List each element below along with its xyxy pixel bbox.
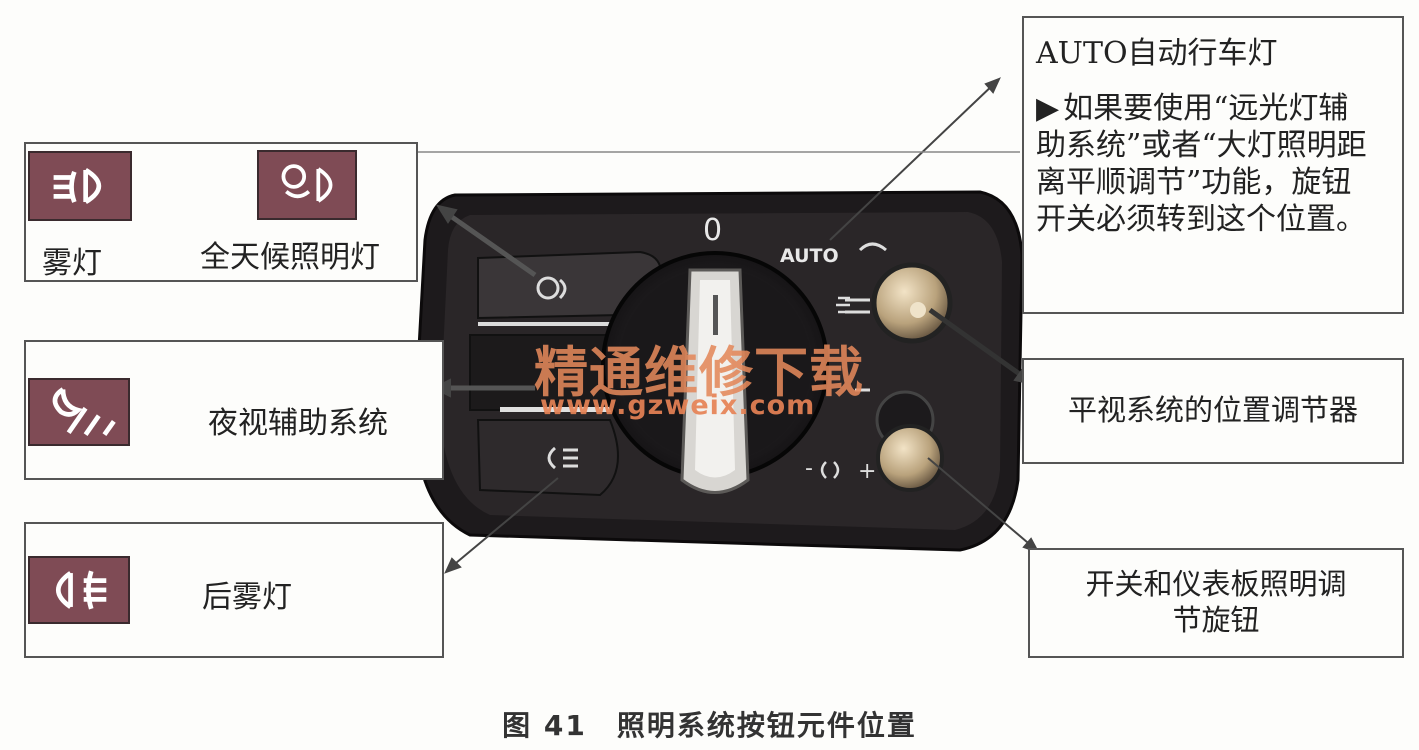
- auto-box: [1022, 16, 1404, 314]
- all-weather-lamp-icon: [257, 150, 357, 220]
- dimmer-knob: [876, 424, 944, 492]
- fog-lamp-icon: [28, 151, 132, 221]
- panel-auto-mark: AUTO: [780, 245, 839, 267]
- fog-lamp-label: 雾灯: [42, 246, 102, 281]
- svg-text:+: +: [858, 459, 876, 484]
- dimmer-label-line1: 开关和仪表板照明调: [1085, 567, 1347, 601]
- watermark-text: 精通维修下载: [534, 341, 864, 404]
- panel-all-weather-icon: [536, 276, 567, 300]
- hud-adjuster-knob: [871, 262, 953, 344]
- auto-title: AUTO自动行车灯: [1036, 36, 1278, 71]
- night-vision-icon: [28, 378, 130, 446]
- panel-low-beam-icon: [836, 296, 850, 314]
- all-weather-label: 全天候照明灯: [200, 240, 380, 275]
- dimmer-box: [1028, 548, 1404, 658]
- auto-note-text: 如果要使用“远光灯辅助系统”或者“大灯照明距离平顺调节”功能，旋钮开关必须转到这…: [1036, 91, 1367, 237]
- panel-rear-fog-icon: [547, 446, 578, 470]
- hud-adjuster-label: 平视系统的位置调节器: [1067, 393, 1358, 427]
- watermark-url: www.gzweix.com: [540, 390, 816, 421]
- rear-fog-lamp-icon: [28, 556, 130, 624]
- panel-zero-mark: 0: [703, 213, 723, 248]
- dimmer-label-line2: 节旋钮: [1172, 603, 1260, 637]
- night-vision-label: 夜视辅助系统: [208, 406, 388, 441]
- figure-caption: 图 41 照明系统按钮元件位置: [502, 709, 917, 742]
- hud-adjuster-box: [1022, 358, 1404, 464]
- panel-dimmer-icon: [820, 461, 840, 479]
- svg-text:-: -: [805, 456, 813, 481]
- auto-note: ▶如果要使用“远光灯辅助系统”或者“大灯照明距离平顺调节”功能，旋钮开关必须转到…: [1036, 90, 1376, 238]
- dimmer-label: 开关和仪表板照明调 节旋钮: [1028, 566, 1404, 638]
- bullet-arrow-icon: ▶: [1036, 91, 1060, 126]
- rear-fog-label: 后雾灯: [202, 580, 292, 615]
